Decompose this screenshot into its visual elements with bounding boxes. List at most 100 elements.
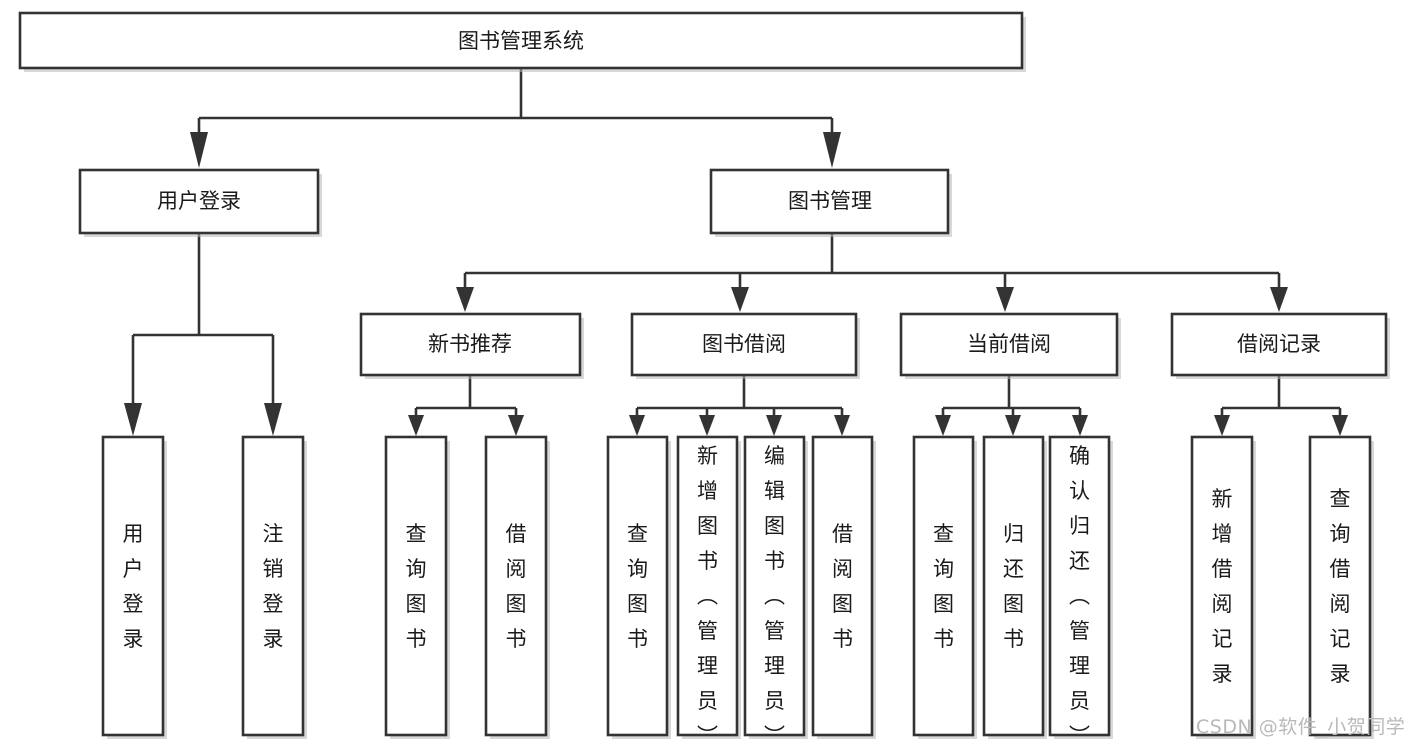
leaf-label-char: 归 bbox=[1003, 522, 1024, 546]
leaf-label: 新增图书︵管理员︶ bbox=[697, 444, 718, 747]
leaf-label: 查询图书 bbox=[627, 522, 648, 651]
node-user-login[interactable]: 用户登录 bbox=[78, 168, 322, 237]
leaf-label-char: 借 bbox=[1330, 557, 1351, 581]
arrow-bookborrow-leaf-3 bbox=[766, 415, 782, 436]
user-login-label: 用户登录 bbox=[157, 189, 241, 213]
leaf-label-char: 询 bbox=[627, 557, 648, 581]
node-current-borrow[interactable]: 当前借阅 bbox=[899, 312, 1121, 379]
leaf-node[interactable]: 用户登录 bbox=[101, 435, 167, 739]
borrow-record-box[interactable] bbox=[1170, 312, 1388, 377]
leaf-label-char: 询 bbox=[933, 557, 954, 581]
leaf-box[interactable] bbox=[241, 435, 305, 737]
current-borrow-label: 当前借阅 bbox=[967, 332, 1051, 356]
node-new-book-rec[interactable]: 新书推荐 bbox=[359, 312, 584, 379]
leaf-label-char: 书 bbox=[506, 627, 527, 651]
leaf-label-char: 管 bbox=[697, 619, 718, 643]
leaf-label-char: 理 bbox=[764, 654, 785, 678]
leaf-box[interactable] bbox=[1308, 435, 1372, 737]
arrow-bookborrow-leaf-2 bbox=[699, 415, 715, 436]
leaf-label-char: 员 bbox=[1069, 689, 1090, 713]
leaf-box[interactable] bbox=[384, 435, 448, 737]
leaf-node[interactable]: 查询图书 bbox=[384, 435, 450, 739]
leaf-label-char: 查 bbox=[627, 522, 648, 546]
leaf-node[interactable]: 查询图书 bbox=[606, 435, 671, 739]
book-borrow-box[interactable] bbox=[630, 312, 858, 377]
arrow-currentborrow-leaf-3 bbox=[1072, 415, 1088, 436]
leaf-label-char: 借 bbox=[832, 522, 853, 546]
leaf-label-char: 书 bbox=[697, 549, 718, 573]
book-manage-box[interactable] bbox=[709, 168, 950, 235]
leaf-label-char: 书 bbox=[406, 627, 427, 651]
leaf-box[interactable] bbox=[912, 435, 975, 737]
leaf-label-char: 新 bbox=[1212, 487, 1233, 511]
arrow-userlogin-leaf-2 bbox=[264, 403, 282, 436]
leaf-label-char: 增 bbox=[697, 479, 718, 503]
leaf-label-char: 查 bbox=[406, 522, 427, 546]
leaf-node[interactable]: 查询借阅记录 bbox=[1308, 435, 1374, 739]
arrow-bookmanage-to-newbook bbox=[456, 287, 474, 312]
arrow-bookmanage-to-currentborrow bbox=[996, 287, 1014, 312]
leaf-node[interactable]: 借阅图书 bbox=[484, 435, 550, 739]
leaf-box[interactable] bbox=[811, 435, 874, 737]
new-book-rec-box[interactable] bbox=[359, 312, 582, 377]
leaf-label-char: 图 bbox=[406, 592, 427, 616]
arrow-bookborrow-leaf-4 bbox=[834, 415, 850, 436]
leaf-box[interactable] bbox=[982, 435, 1045, 737]
leaf-label-char: 员 bbox=[697, 689, 718, 713]
leaf-label-char: 归 bbox=[1069, 514, 1090, 538]
leaf-label-bracket: ︶ bbox=[764, 724, 785, 747]
leaf-label-char: 阅 bbox=[1330, 592, 1351, 616]
arrow-bookmanage-to-bookborrow bbox=[731, 287, 749, 312]
leaf-label: 归还图书 bbox=[1003, 522, 1024, 651]
arrow-newbook-leaf-1 bbox=[408, 415, 424, 436]
leaf-label-bracket: ︵ bbox=[764, 584, 785, 608]
leaf-label-char: 记 bbox=[1212, 627, 1233, 651]
current-borrow-box[interactable] bbox=[899, 312, 1119, 377]
node-book-borrow[interactable]: 图书借阅 bbox=[630, 312, 860, 379]
leaf-node[interactable]: 借阅图书 bbox=[811, 435, 876, 739]
leaf-node[interactable]: 注销登录 bbox=[241, 435, 307, 739]
leaf-label-char: 图 bbox=[627, 592, 648, 616]
leaf-label-char: 辑 bbox=[764, 479, 785, 503]
leaf-node[interactable]: 确认归还︵管理员︶ bbox=[1048, 435, 1113, 747]
leaf-label-char: 员 bbox=[764, 689, 785, 713]
leaf-label-char: 图 bbox=[933, 592, 954, 616]
connector-layer bbox=[124, 68, 1348, 436]
leaf-box[interactable] bbox=[1190, 435, 1254, 737]
leaf-label-char: 管 bbox=[1069, 619, 1090, 643]
node-borrow-record[interactable]: 借阅记录 bbox=[1170, 312, 1390, 379]
leaf-node[interactable]: 新增图书︵管理员︶ bbox=[676, 435, 741, 747]
leaf-node[interactable]: 归还图书 bbox=[982, 435, 1047, 739]
leaf-box[interactable] bbox=[101, 435, 165, 737]
leaf-node[interactable]: 新增借阅记录 bbox=[1190, 435, 1256, 739]
leaf-label-char: 户 bbox=[123, 557, 144, 581]
leaf-node[interactable]: 查询图书 bbox=[912, 435, 977, 739]
leaf-label-bracket: ︶ bbox=[1069, 724, 1090, 747]
leaf-label-char: 录 bbox=[123, 627, 144, 651]
leaf-label-char: 书 bbox=[764, 549, 785, 573]
leaf-box[interactable] bbox=[1048, 435, 1111, 737]
leaf-label-char: 注 bbox=[263, 522, 284, 546]
arrow-root-to-book-manage bbox=[823, 132, 841, 168]
leaf-box[interactable] bbox=[743, 435, 806, 737]
leaf-box[interactable] bbox=[676, 435, 739, 737]
node-root[interactable]: 图书管理系统 bbox=[18, 11, 1026, 72]
leaf-label: 新增借阅记录 bbox=[1212, 487, 1233, 686]
root-box[interactable] bbox=[18, 11, 1024, 70]
leaf-label-char: 登 bbox=[263, 592, 284, 616]
book-manage-label: 图书管理 bbox=[788, 189, 872, 213]
leaf-label-char: 借 bbox=[506, 522, 527, 546]
leaf-node[interactable]: 编辑图书︵管理员︶ bbox=[743, 435, 808, 747]
leaf-label-char: 阅 bbox=[1212, 592, 1233, 616]
leaf-label-char: 书 bbox=[933, 627, 954, 651]
user-login-box[interactable] bbox=[78, 168, 320, 235]
leaf-label-char: 销 bbox=[263, 557, 284, 581]
leaf-box[interactable] bbox=[484, 435, 548, 737]
borrow-record-label: 借阅记录 bbox=[1237, 332, 1321, 356]
leaf-label-char: 图 bbox=[506, 592, 527, 616]
leaf-label-char: 书 bbox=[627, 627, 648, 651]
leaf-label-char: 理 bbox=[1069, 654, 1090, 678]
node-book-manage[interactable]: 图书管理 bbox=[709, 168, 952, 237]
leaf-box[interactable] bbox=[606, 435, 669, 737]
